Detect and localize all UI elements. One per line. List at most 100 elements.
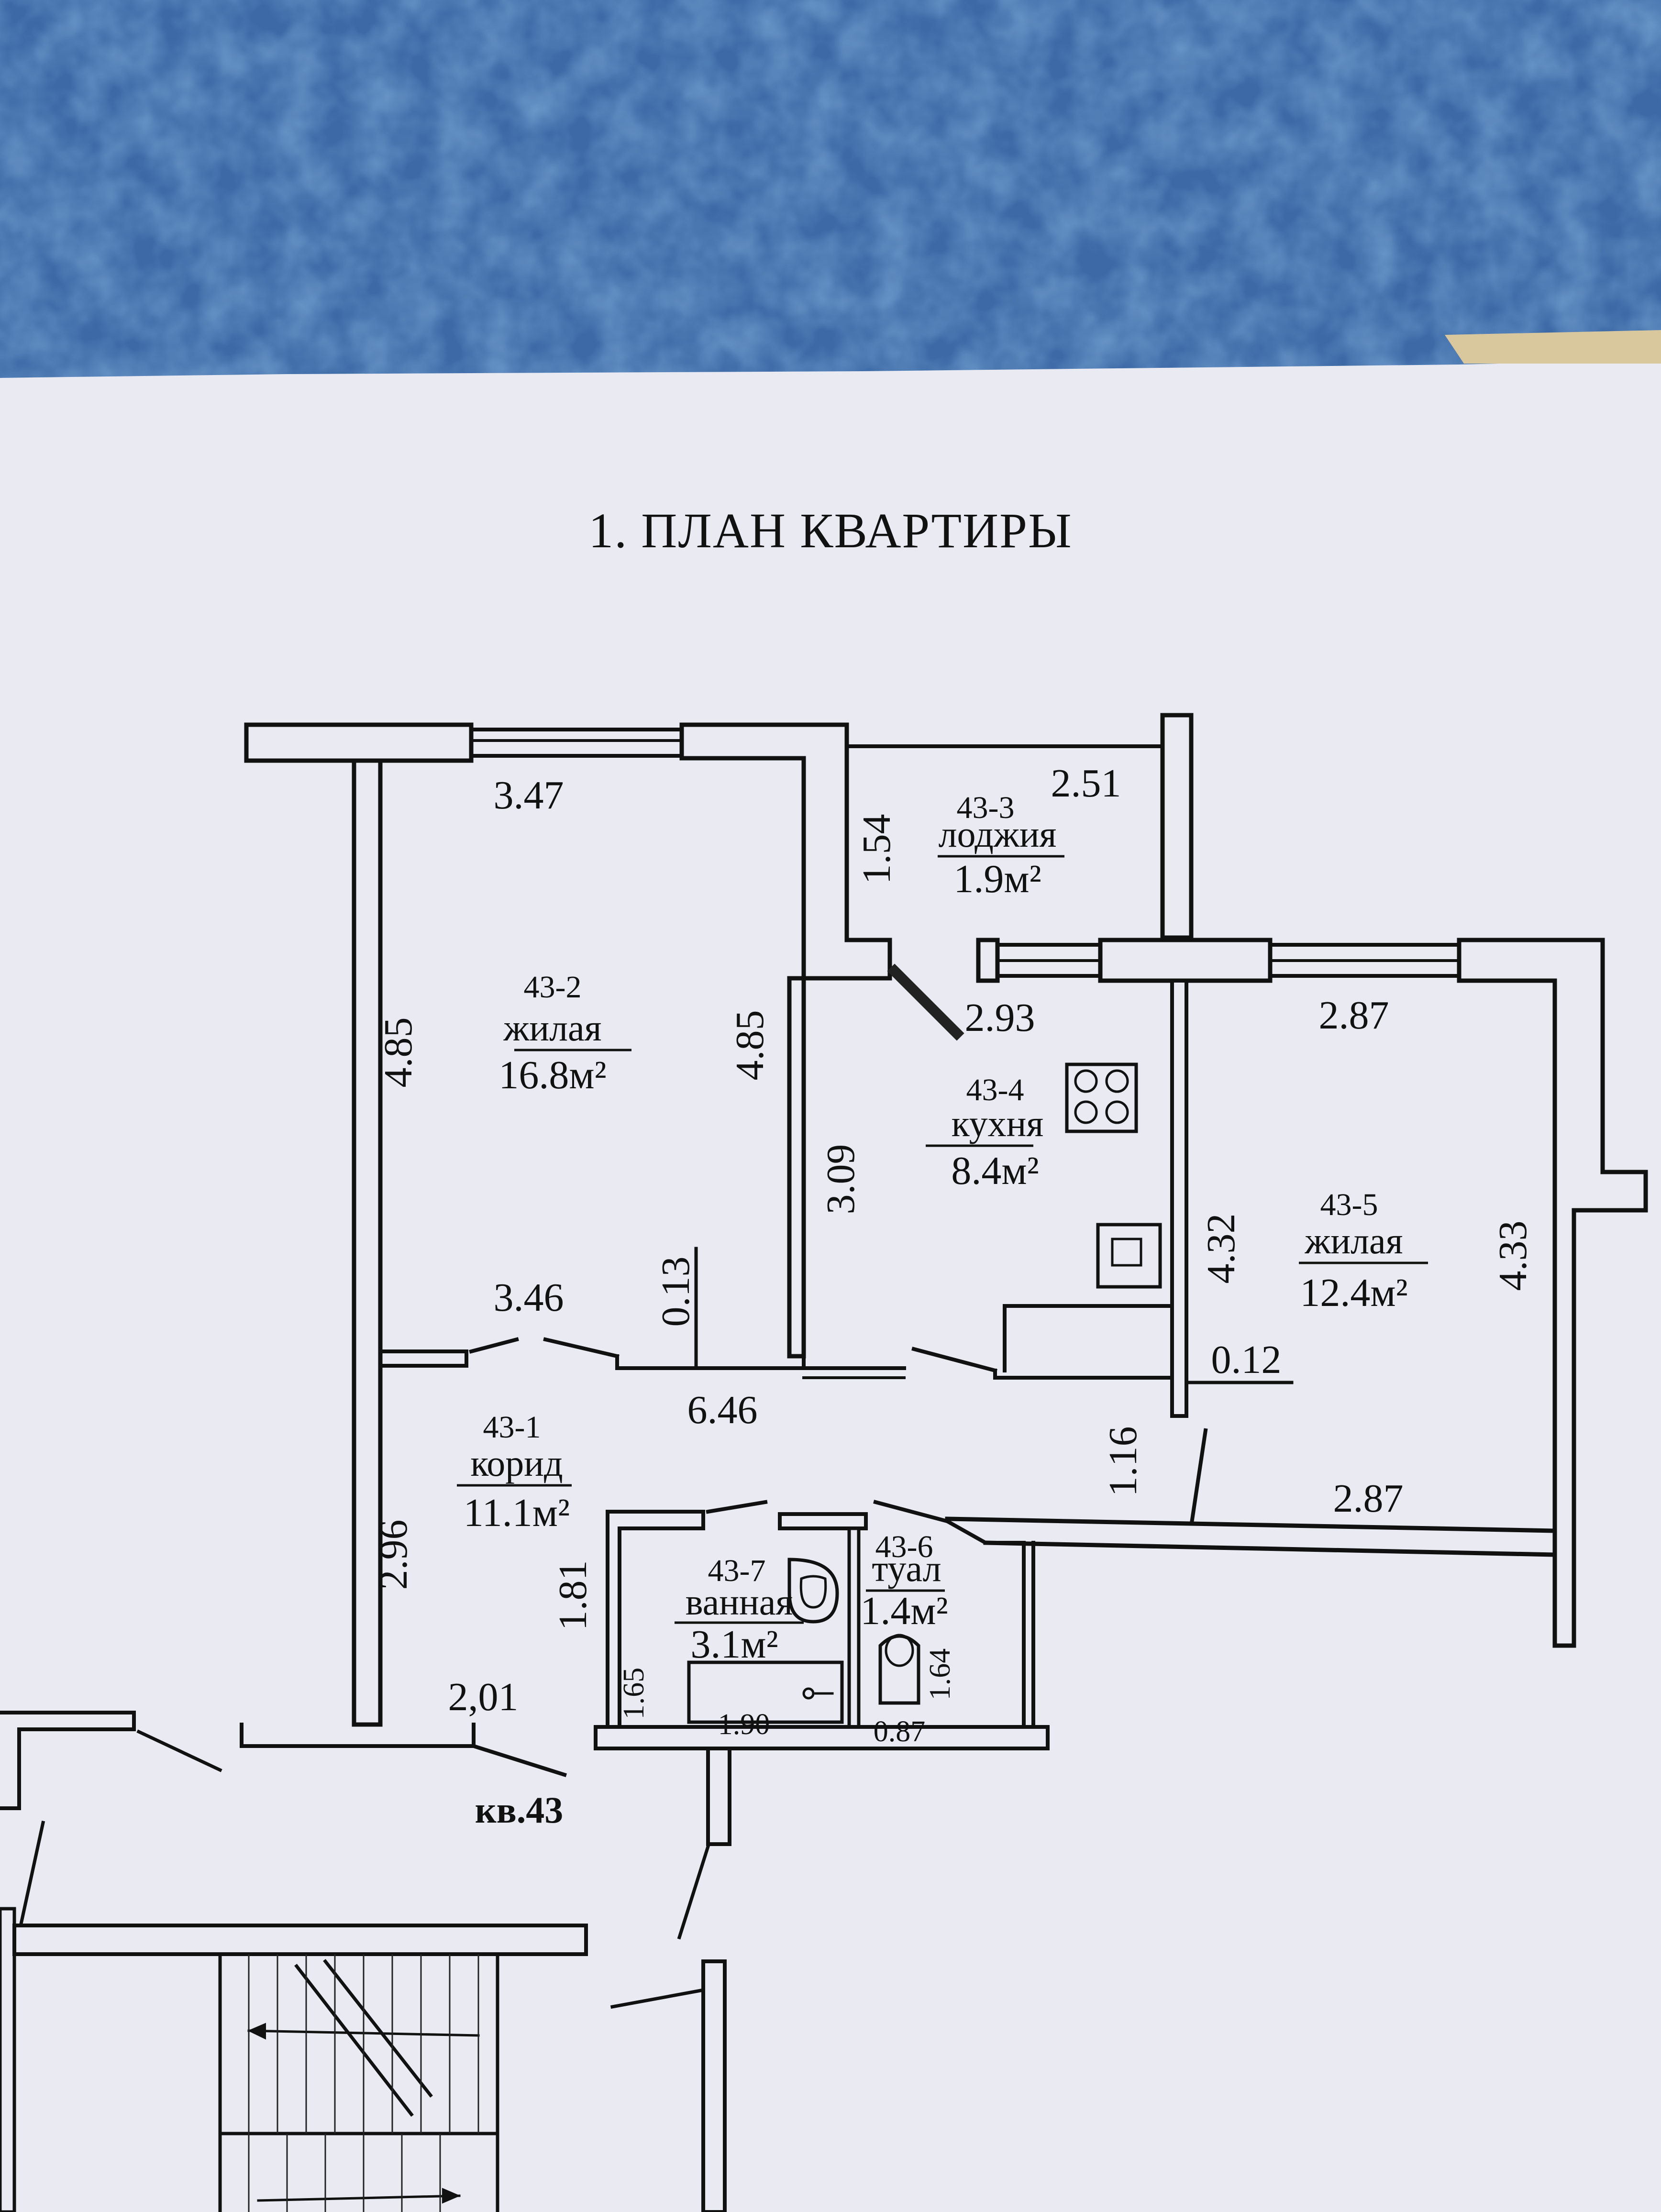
dim-wall-0-13: 0.13 (653, 1257, 698, 1327)
dim-room2-bottom: 3.46 (494, 1275, 564, 1320)
room-43-7-label: 43-7 ванная 3.1м² (675, 1553, 804, 1667)
dim-loggia-left: 1.54 (854, 814, 899, 885)
kitchen-balcony-door (887, 963, 964, 1041)
room-area: 12.4м² (1300, 1271, 1407, 1315)
dim-corridor-left: 2.96 (371, 1520, 416, 1590)
door-entrance (471, 1743, 567, 1778)
door-bath (706, 1500, 768, 1514)
stove-burner-2 (1105, 1069, 1129, 1093)
door-room2-b (543, 1337, 620, 1359)
room-name: туал (872, 1548, 941, 1589)
room-id: 43-5 (1320, 1187, 1378, 1222)
wall-stair-top (12, 1924, 588, 1956)
room-name: лоджия (939, 813, 1057, 855)
wall-room5-bottom (945, 1516, 1557, 1557)
dim-toilet-right: 1.64 (924, 1648, 956, 1701)
room-43-4-label: 43-4 кухня 8.4м² (926, 1073, 1043, 1193)
room-43-2-label: 43-2 жилая 16.8м² (498, 970, 631, 1097)
room-area: 1.9м² (953, 857, 1041, 901)
dim-kitchen-top: 2.93 (965, 995, 1035, 1040)
wall-loggia-right (1160, 713, 1194, 940)
wall-room2-kitchen (787, 976, 806, 1359)
wall-left (352, 758, 383, 1727)
bathtub (687, 1660, 844, 1724)
room-43-5-label: 43-5 жилая 12.4м² (1299, 1187, 1428, 1315)
kitchen-sink-inner (1111, 1238, 1142, 1267)
wall-room5-right (1457, 938, 1648, 1648)
dim-wall-0-12: 0.12 (1211, 1338, 1282, 1382)
stair-arrow-head-1 (247, 2023, 266, 2040)
door-neighbour-left (136, 1729, 222, 1772)
dim-room2-right: 4.85 (728, 1010, 772, 1081)
room-name: кухня (952, 1103, 1043, 1144)
washbasin-inner (799, 1575, 827, 1609)
wall-neighbour-left-low (17, 1820, 45, 1935)
dim-room5-top: 2.87 (1319, 993, 1389, 1038)
plan-title: 1. ПЛАН КВАРТИРЫ (588, 503, 1073, 558)
wall-entrance (240, 1723, 476, 1748)
room-area: 16.8м² (498, 1053, 606, 1097)
wall-stair-left (0, 1907, 16, 2212)
dim-bath-inner: 1.65 (618, 1668, 650, 1720)
room-id: 43-2 (524, 970, 582, 1005)
wall-toilet-right (944, 1518, 1035, 1734)
room-name: ванная (686, 1581, 793, 1623)
room-id: 43-7 (708, 1553, 766, 1588)
room-id: 43-3 (957, 790, 1015, 825)
room-43-6-label: 43-6 туал 1.4м² (860, 1529, 948, 1633)
dim-room2-top: 3.47 (494, 773, 564, 818)
stove-burner-3 (1074, 1100, 1098, 1124)
room-area: 11.1м² (464, 1491, 570, 1535)
wall-room2-bottom-left (378, 1349, 468, 1368)
dim-loggia-top: 2.51 (1051, 761, 1121, 806)
stair-arrow-head-2 (442, 2188, 461, 2204)
room-area: 1.4м² (860, 1589, 948, 1633)
dim-corridor-bottom: 2,01 (448, 1675, 519, 1719)
wall-stair-right (701, 1959, 727, 2212)
dim-room2-left: 4.85 (376, 1018, 421, 1088)
kitchen-sink (1096, 1223, 1162, 1289)
door-toilet (873, 1500, 950, 1524)
dim-room5-bottom: 2.87 (1333, 1476, 1404, 1521)
wall-top-left (244, 722, 474, 763)
room-name: корид (470, 1442, 563, 1484)
stair-arrow-2 (257, 2194, 461, 2202)
stair-diagonal-2 (323, 1959, 433, 2098)
room-id: 43-4 (966, 1073, 1024, 1107)
wall-kitchen-room5 (1098, 938, 1273, 983)
apartment-label: кв.43 (475, 1789, 564, 1831)
dim-bath-tub: 1.90 (718, 1708, 770, 1741)
room-id: 43-1 (483, 1410, 541, 1445)
door-room2 (469, 1337, 519, 1354)
dim-kitchen-left: 3.09 (819, 1144, 863, 1215)
dim-bath-left: 1.81 (551, 1560, 595, 1631)
wall-bath-bottom (594, 1725, 1050, 1750)
door-kitchen (911, 1347, 997, 1373)
paper-edge-top (1445, 330, 1661, 364)
dim-kitchen-right: 4.32 (1199, 1214, 1243, 1284)
wall-bath-toilet-partition (847, 1526, 861, 1731)
dim-corridor-top: 6.46 (687, 1388, 758, 1432)
stove (1065, 1062, 1138, 1133)
room-name: жилая (1304, 1220, 1403, 1261)
washbasin (787, 1558, 839, 1624)
wall-kitchen-bottom-right (993, 1304, 1174, 1380)
bathtub-drain (802, 1687, 815, 1700)
wall-room2-bottom-right (615, 1354, 806, 1370)
door-stair (610, 1988, 706, 2009)
room-id: 43-6 (875, 1529, 933, 1564)
wall-neighbour-left (0, 1711, 136, 1810)
stove-burner-4 (1105, 1100, 1129, 1124)
room-area: 8.4м² (951, 1149, 1039, 1193)
toilet-seat (885, 1634, 914, 1667)
paper (0, 360, 1661, 2212)
dim-toilet-bottom: 0.87 (874, 1715, 926, 1748)
wall-kitchen-room5-partition (1170, 979, 1188, 1418)
room-43-3-label: 43-3 лоджия 1.9м² (938, 790, 1064, 901)
stove-burner-1 (1074, 1069, 1098, 1093)
wall-shaft (706, 1747, 731, 1846)
room-name: жилая (503, 1007, 601, 1049)
wall-bath-toilet-top (778, 1512, 868, 1530)
